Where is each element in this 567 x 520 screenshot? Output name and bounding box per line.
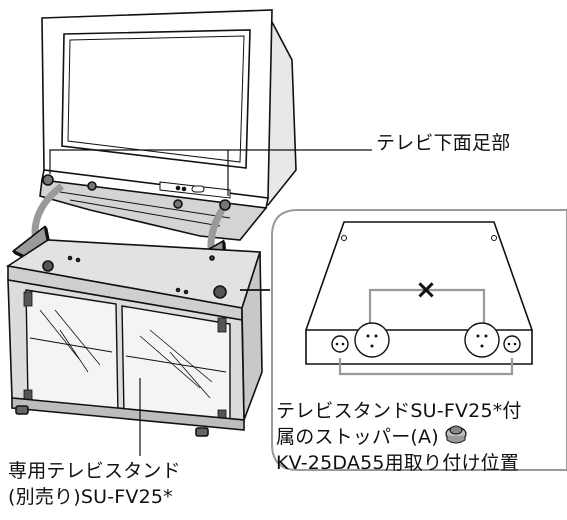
tv-stand [5, 239, 263, 437]
tv-foot-mid-right [173, 199, 183, 209]
stand-caster [195, 427, 209, 437]
tv-foot-right [219, 199, 231, 211]
stand-label-line2: (別売り)SU-FV25* [8, 486, 173, 508]
stand-door-left [25, 289, 119, 415]
stopper-label-line2: 属のストッパー(A) [276, 426, 439, 448]
tv-screen [61, 29, 251, 169]
stand-caster [15, 405, 29, 415]
stand-door-right [121, 305, 231, 425]
stand-label-line1: 専用テレビスタンド [8, 460, 181, 482]
detail-inset: × [271, 209, 567, 471]
stopper-position-label: テレビスタンドSU-FV25*付 属のストッパー(A) KV-25DA55用取り… [276, 398, 522, 476]
tv-foot-left [42, 174, 54, 186]
tv-feet-leader [49, 149, 372, 196]
stopper-label-line3: KV-25DA55用取り付け位置 [276, 452, 520, 474]
tv-foot-mid-left [87, 181, 97, 191]
stopper-label-line1: テレビスタンドSU-FV25*付 [276, 400, 522, 422]
stopper-icon [445, 425, 467, 444]
tv-stand-label: 専用テレビスタンド (別売り)SU-FV25* [8, 458, 181, 510]
tv-bottom-feet-label: テレビ下面足部 [376, 132, 511, 154]
x-mark-icon: × [415, 275, 437, 305]
tv-set [39, 9, 297, 241]
